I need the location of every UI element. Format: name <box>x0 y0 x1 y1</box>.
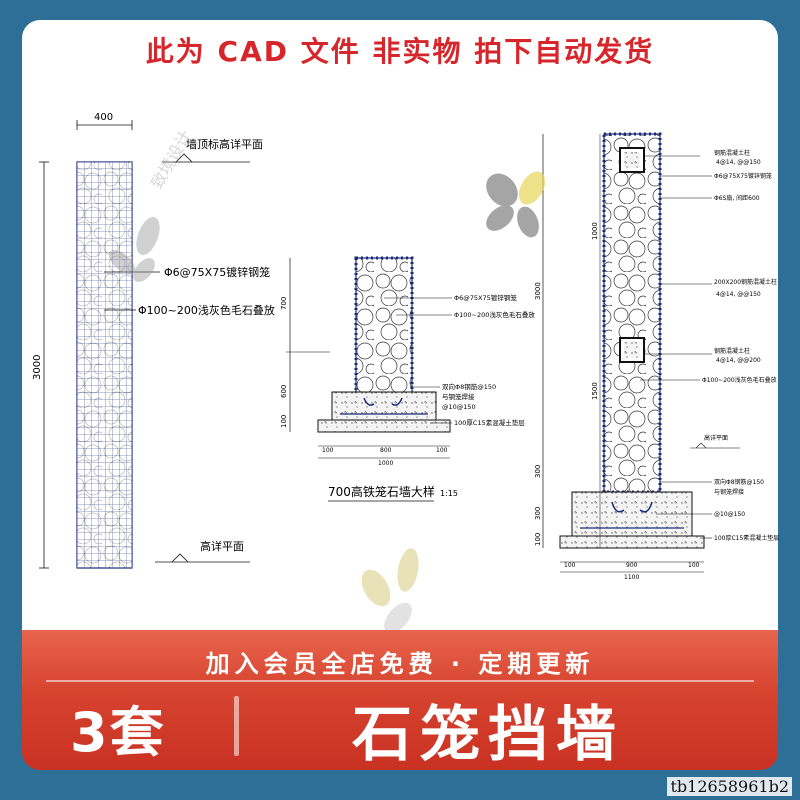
middle-section: 700 600 100 Φ6@75X75镀锌钢笼 Φ100~200浅灰色毛石叠放… <box>280 256 535 502</box>
left-elevation: 400 3000 墙顶标高详平面 Φ6@75X75镀锌钢笼 Φ100~200浅灰… <box>32 112 275 569</box>
vertical-divider <box>234 696 239 756</box>
left-width-dim: 400 <box>94 112 113 123</box>
right-label-k: 双向Φ8钢筋@150 <box>714 478 764 486</box>
right-label-n: 100厚C15素混凝土垫层 <box>714 534 779 542</box>
middle-dim-100: 100 <box>280 415 288 428</box>
middle-dim-700: 700 <box>280 297 288 310</box>
right-dim-100: 100 <box>534 533 542 546</box>
watermark-logo-right <box>486 171 546 238</box>
right-dim-base-1: 100 <box>564 562 576 569</box>
right-label-f: 4@14, @@150 <box>716 291 761 298</box>
right-label-h: 4@14, @@200 <box>716 357 761 364</box>
shop-id: tb12658961b2 <box>667 777 792 796</box>
promo-text: 加入会员全店免费 · 定期更新 <box>205 650 595 678</box>
product-title: 石笼挡墙 <box>352 700 624 770</box>
watermark-logo-bottom <box>361 548 419 634</box>
left-height-dim: 3000 <box>32 355 43 380</box>
middle-dim-base-2: 800 <box>380 447 392 454</box>
right-dim-1000: 1000 <box>591 222 599 240</box>
right-label-a: 钢筋混凝土柱 <box>714 149 750 157</box>
right-section: 3000 1000 1500 300 300 100 钢筋混凝土柱 4@14, … <box>534 132 779 581</box>
middle-label-bar: 双向Φ8钢筋@150 <box>442 382 496 391</box>
right-label-c: Φ6@75X75镀锌钢笼 <box>714 172 772 180</box>
product-count: 3套 <box>70 701 166 764</box>
middle-wall <box>355 257 413 399</box>
middle-caption: 700高铁笼石墙大样 <box>328 484 435 499</box>
right-dim-base-2: 900 <box>626 562 638 569</box>
middle-label-concrete: 100厚C15素混凝土垫层 <box>454 418 525 427</box>
middle-scale: 1:15 <box>440 489 458 498</box>
right-dim-300b: 300 <box>534 507 542 520</box>
right-wall <box>603 133 661 493</box>
right-dim-base-3: 100 <box>688 562 700 569</box>
middle-dim-total: 1000 <box>378 460 393 467</box>
right-label-g: 钢筋混凝土柱 <box>714 347 750 355</box>
promo-divider <box>46 680 754 682</box>
right-label-m: @10@150 <box>714 511 745 518</box>
right-base <box>559 535 705 549</box>
promo-panel: 加入会员全店免费 · 定期更新 3套 石笼挡墙 <box>22 630 778 770</box>
middle-label-mesh: Φ6@75X75镀锌钢笼 <box>454 293 517 302</box>
watermark-logo-left <box>108 216 160 282</box>
right-label-j: 高详平面 <box>704 434 728 442</box>
right-label-l: 与钢笼焊接 <box>714 488 744 496</box>
right-label-d: Φ6S扇, 间距600 <box>714 194 760 202</box>
middle-label-stone: Φ100~200浅灰色毛石叠放 <box>454 310 535 319</box>
left-mesh-label: Φ6@75X75镀锌钢笼 <box>164 265 270 279</box>
watermark-text: 致境设计 <box>147 127 195 192</box>
right-dim-300a: 300 <box>534 465 542 478</box>
middle-dim-600: 600 <box>280 385 288 398</box>
right-label-b: 4@14, @@150 <box>716 159 761 166</box>
right-label-e: 200X200钢筋混凝土柱 <box>714 278 777 286</box>
right-dim-total: 1100 <box>624 574 639 581</box>
middle-base <box>317 419 451 433</box>
left-wall-top-label: 墙顶标高详平面 <box>186 137 263 151</box>
top-banner: 此为 CAD 文件 非实物 拍下自动发货 <box>22 20 778 80</box>
left-stone-label: Φ100~200浅灰色毛石叠放 <box>138 303 275 317</box>
middle-dim-base-3: 100 <box>436 447 448 454</box>
left-bottom-label: 高详平面 <box>200 539 244 553</box>
right-label-i: Φ100~200浅灰色毛石叠放 <box>702 376 777 384</box>
middle-label-bar3: @10@150 <box>442 403 476 411</box>
middle-footing <box>331 391 437 421</box>
middle-dim-base-1: 100 <box>322 447 334 454</box>
right-dim-3000: 3000 <box>534 282 542 300</box>
middle-label-bar2: 与钢笼焊接 <box>442 392 475 401</box>
right-dim-1500: 1500 <box>591 382 599 400</box>
top-banner-text: 此为 CAD 文件 非实物 拍下自动发货 <box>145 35 655 68</box>
